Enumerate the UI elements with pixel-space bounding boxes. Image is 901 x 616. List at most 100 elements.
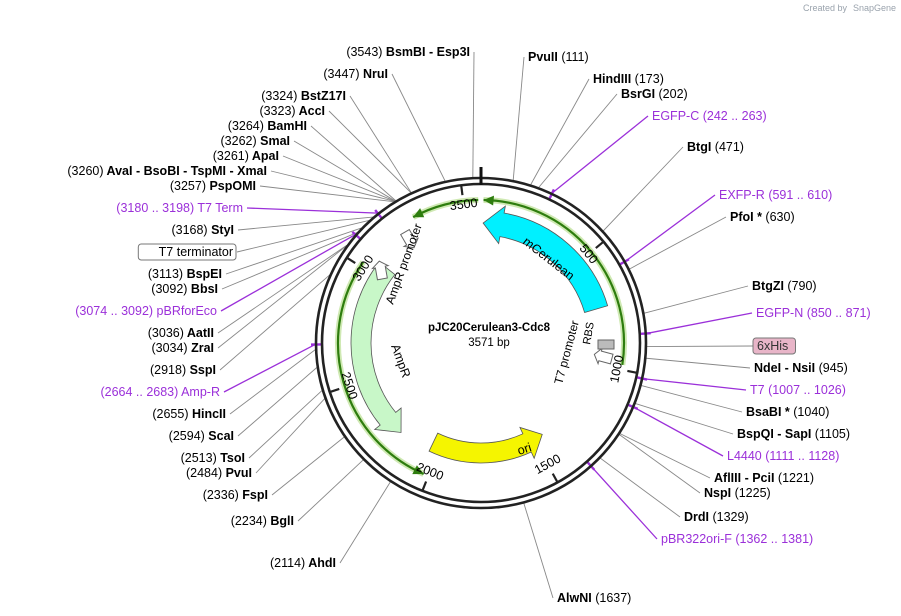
site-t7terminator-box xyxy=(137,243,237,261)
site-hindiii-part-0: HindIII xyxy=(593,72,631,86)
site-tsoi-label: (2513) TsoI xyxy=(181,451,245,465)
site-sspi-leader xyxy=(219,274,330,371)
site-t7term-part-0: (3180 .. 3198) xyxy=(116,201,194,215)
site-labels: (3543) BsmBI - Esp3I(3447) NruI(3324) Bs… xyxy=(67,45,870,605)
site-sspi-part-0: (2918) xyxy=(150,363,186,377)
tick-500 xyxy=(595,240,605,249)
tick-1000 xyxy=(627,369,638,374)
site-styi-part-0: (3168) xyxy=(171,223,207,237)
site-pvuii-part-0: PvuII xyxy=(528,50,558,64)
site-ampr_primer-label: (2664 .. 2683) Amp-R xyxy=(100,385,220,399)
site-pcii-part-1: - PciI xyxy=(741,471,774,485)
tick-label-2000: 2000 xyxy=(415,460,446,483)
site-aatii-part-0: (3036) xyxy=(148,326,184,340)
site-exfpr-part-1: (591 .. 610) xyxy=(765,188,832,202)
site-t7-leader xyxy=(643,378,747,391)
site-nsii-leader xyxy=(646,357,751,369)
site-sapi-part-1: - SapI xyxy=(774,427,812,441)
site-bgli-part-0: (2234) xyxy=(231,514,267,528)
site-xmai-part-3: - TspMI xyxy=(180,164,226,178)
site-egfpn-part-0: EGFP-N xyxy=(756,306,803,320)
site-nspi-label: NspI (1225) xyxy=(704,486,771,500)
site-esp3i-label: (3543) BsmBI - Esp3I xyxy=(346,45,470,59)
site-fspi-part-1: FspI xyxy=(239,488,268,502)
tick-3500 xyxy=(460,185,464,196)
site-xmai-part-0: (3260) xyxy=(67,164,103,178)
site-sapi-part-2: (1105) xyxy=(811,427,850,441)
site-t7terminator-part-0: T7 terminator xyxy=(159,245,233,259)
site-fspi-leader xyxy=(271,436,345,496)
site-his-box xyxy=(752,337,796,355)
site-hincii-label: (2655) HincII xyxy=(152,407,226,421)
site-his-part-0: 6xHis xyxy=(757,339,788,353)
tick-label-1500: 1500 xyxy=(532,451,563,477)
site-bsrgi-part-1: (202) xyxy=(655,87,688,101)
site-btgi-leader xyxy=(603,146,684,232)
site-smai-part-0: (3262) xyxy=(221,134,257,148)
site-t7-part-0: T7 xyxy=(750,383,765,397)
tick-2500 xyxy=(329,387,340,394)
site-bamhi-label: (3264) BamHI xyxy=(228,119,307,133)
site-pfoi-part-0: PfoI * xyxy=(730,210,762,224)
site-btgi-part-1: (471) xyxy=(711,140,744,154)
site-t7term-label: (3180 .. 3198) T7 Term xyxy=(116,201,243,215)
site-scai-part-1: ScaI xyxy=(205,429,234,443)
site-pfoi-label: PfoI * (630) xyxy=(730,210,795,224)
site-esp3i-leader xyxy=(472,51,475,178)
site-bsabi-label: BsaBI * (1040) xyxy=(746,405,829,419)
feature-ampr-arrow[interactable] xyxy=(350,261,402,433)
site-pvui-part-1: PvuI xyxy=(222,466,252,480)
orf-left-arrowhead xyxy=(412,465,424,475)
site-pspomi-part-0: (3257) xyxy=(170,179,206,193)
site-sapi-part-0: BspQI xyxy=(737,427,774,441)
site-pspomi-label: (3257) PspOMI xyxy=(170,179,256,193)
site-apai-part-1: ApaI xyxy=(249,149,279,163)
site-nrui-part-1: NruI xyxy=(360,67,388,81)
site-esp3i-part-1: BsmBI xyxy=(382,45,425,59)
site-bamhi-part-0: (3264) xyxy=(228,119,264,133)
site-sspi-part-1: SspI xyxy=(186,363,216,377)
site-hincii-part-1: HincII xyxy=(188,407,226,421)
site-btgzi-part-0: BtgZI xyxy=(752,279,784,293)
orf-left-line xyxy=(336,261,425,476)
site-bamhi-part-1: BamHI xyxy=(264,119,307,133)
site-l4440-part-0: L4440 xyxy=(727,449,762,463)
site-leader-lines xyxy=(217,51,754,599)
feature-ori-arrow[interactable] xyxy=(428,426,543,464)
rbs-label: RBS xyxy=(581,321,597,345)
site-l4440-leader xyxy=(633,406,724,457)
site-bspei-label: (3113) BspEI xyxy=(148,267,222,281)
site-bbsi-label: (3092) BbsI xyxy=(151,282,218,296)
site-bbsi-part-0: (3092) xyxy=(151,282,187,296)
site-acci-part-0: (3323) xyxy=(259,104,295,118)
site-btgzi-part-1: (790) xyxy=(784,279,817,293)
orf-right-line xyxy=(483,198,626,366)
feature-mcerulean-arrow[interactable] xyxy=(482,205,609,313)
site-apai-part-0: (3261) xyxy=(213,149,249,163)
site-bspei-part-0: (3113) xyxy=(148,267,183,281)
site-tsoi-part-1: TsoI xyxy=(217,451,245,465)
site-xmai-part-2: - BsoBI xyxy=(132,164,179,178)
site-ahdi-part-1: AhdI xyxy=(305,556,336,570)
site-nsii-label: NdeI - NsiI (945) xyxy=(754,361,848,375)
site-t7term-part-1: T7 Term xyxy=(194,201,243,215)
site-pbr322-label: pBR322ori-F (1362 .. 1381) xyxy=(661,532,813,546)
site-drdi-part-1: (1329) xyxy=(709,510,749,524)
t7-terminator-arrow xyxy=(399,228,419,249)
site-smai-label: (3262) SmaI xyxy=(221,134,291,148)
site-pbr322-part-1: (1362 .. 1381) xyxy=(732,532,813,546)
site-nsii-part-1: - NsiI xyxy=(781,361,815,375)
site-ahdi-leader xyxy=(339,481,391,564)
site-acci-leader xyxy=(328,110,412,193)
orf-right-arrowhead xyxy=(483,195,495,206)
site-pcii-label: AflIII - PciI (1221) xyxy=(714,471,814,485)
site-pcii-part-2: (1221) xyxy=(774,471,814,485)
t7-promoter-arrow xyxy=(593,346,614,366)
site-egfpc-part-1: (242 .. 263) xyxy=(699,109,766,123)
tick-2000 xyxy=(421,481,428,492)
site-t7terminator-leader xyxy=(236,220,370,253)
site-bbsi-leader xyxy=(221,232,358,290)
site-styi-leader xyxy=(237,216,373,231)
site-t7-part-1: (1007 .. 1026) xyxy=(765,383,846,397)
site-aatii-label: (3036) AatII xyxy=(148,326,214,340)
